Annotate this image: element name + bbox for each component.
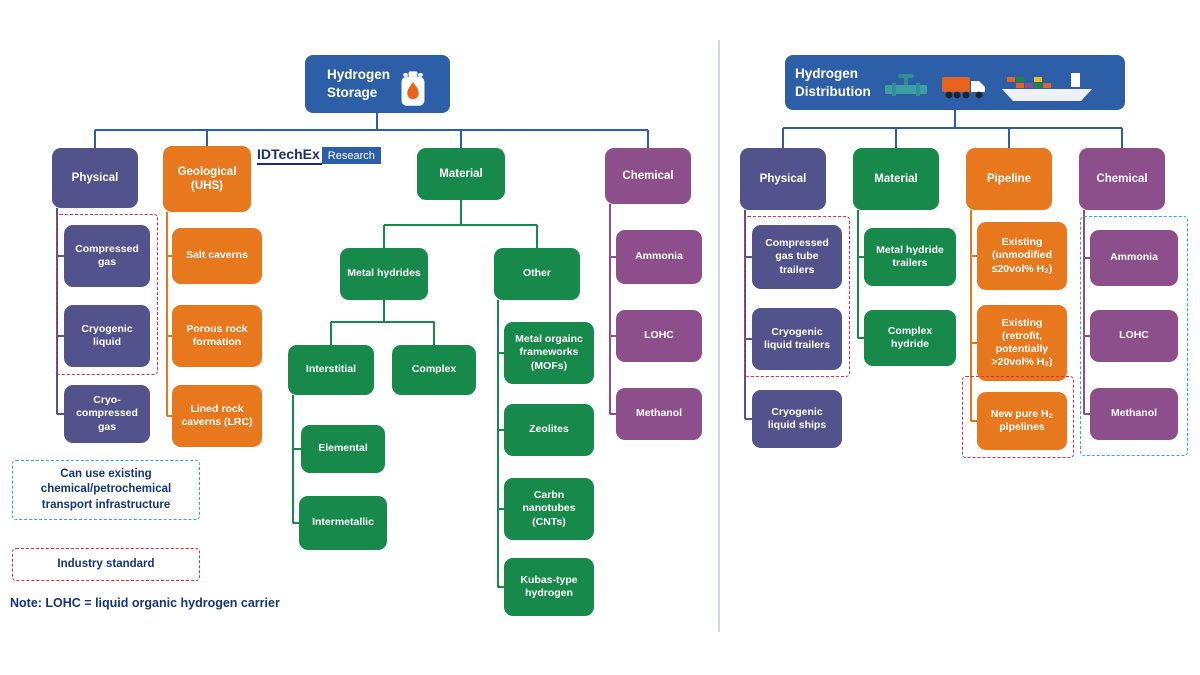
node-ammonia-storage: Ammonia [616,230,702,284]
legend-industry-standard: Industry standard [12,548,200,581]
industry-standard-outline-dist-physical [744,216,850,377]
node-interstitial: Interstitial [288,345,374,395]
node-metal-hydride-trailers: Metal hydride trailers [864,228,956,286]
dist-cat-pipeline: Pipeline [966,148,1052,210]
node-compressed-gas-tube-trailers: Compressed gas tube trailers [752,225,842,289]
node-metal-hydrides: Metal hydrides [340,248,428,300]
logo-secondary: Research [321,147,381,164]
node-new-pure-h2-pipelines: New pure H₂ pipelines [977,392,1067,450]
section-divider [718,40,720,632]
logo-primary: IDTechEx [257,146,322,165]
storage-root: Hydrogen Storage [305,55,450,113]
node-other: Other [494,248,580,300]
node-compressed-gas: Compressed gas [64,225,150,287]
node-salt-caverns: Salt caverns [172,228,262,284]
node-elemental: Elemental [301,425,385,473]
storage-cat-physical: Physical [52,148,138,208]
node-existing-retrofit-pipeline: Existing (retrofit, potentially >20vol% … [977,305,1067,381]
storage-root-title: Hydrogen Storage [326,67,390,100]
gas-canister-flame-icon [398,56,428,111]
node-methanol-dist: Methanol [1090,388,1178,440]
node-kubas-type-hydrogen: Kubas-type hydrogen [504,558,594,616]
node-lohc-storage: LOHC [616,310,702,362]
truck-icon [941,59,987,106]
node-cryogenic-liquid: Cryogenic liquid [64,305,150,367]
distribution-root: Hydrogen Distribution [785,55,1125,110]
node-zeolites: Zeolites [504,404,594,456]
dist-cat-chemical: Chemical [1079,148,1165,210]
existing-infra-outline-dist-chemical [1080,216,1188,456]
storage-cat-material: Material [417,148,505,200]
idtechex-logo: IDTechEx Research [257,146,381,165]
industry-standard-outline-new-pipelines [962,376,1074,458]
node-porous-rock-formation: Porous rock formation [172,305,262,367]
node-ammonia-dist: Ammonia [1090,230,1178,286]
dist-cat-material: Material [853,148,939,210]
pipeline-valve-icon [884,59,927,106]
node-mofs: Metal orgainc frameworks (MOFs) [504,322,594,384]
node-complex-hydride: Complex hydride [864,310,956,366]
node-existing-unmodified-pipeline: Existing (unmodified ≤20vol% H₂) [977,222,1067,290]
node-lohc-dist: LOHC [1090,310,1178,362]
node-complex: Complex [392,345,476,395]
node-intermetallic: Intermetallic [299,496,387,550]
node-methanol-storage: Methanol [616,388,702,440]
node-carbon-nanotubes: Carbn nanotubes (CNTs) [504,478,594,540]
node-cryogenic-liquid-trailers: Cryogenic liquid trailers [752,308,842,370]
node-cryo-compressed-gas: Cryo- compressed gas [64,385,150,443]
legend-existing-infrastructure: Can use existing chemical/petrochemical … [12,460,200,520]
container-ship-icon [1001,58,1093,107]
node-lined-rock-caverns: Lined rock caverns (LRC) [172,385,262,447]
storage-cat-chemical: Chemical [605,148,691,204]
distribution-root-title: Hydrogen Distribution [795,65,871,99]
dist-cat-physical: Physical [740,148,826,210]
lohc-note: Note: LOHC = liquid organic hydrogen car… [10,596,280,610]
storage-cat-geological: Geological (UHS) [163,146,251,212]
industry-standard-outline-storage-physical [56,214,158,375]
node-cryogenic-liquid-ships: Cryogenic liquid ships [752,390,842,448]
